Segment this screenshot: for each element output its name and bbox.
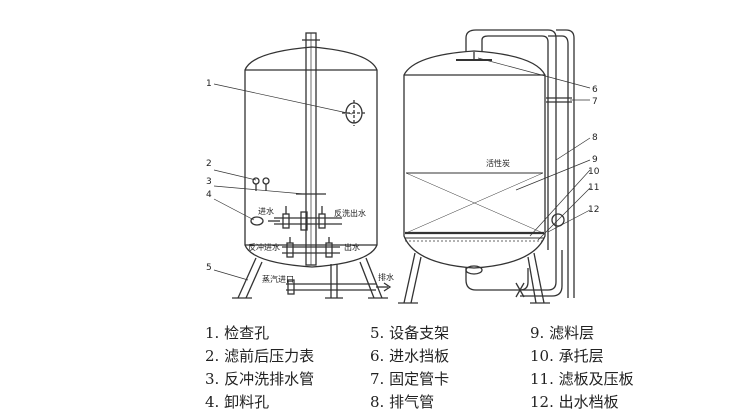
- right-vessel-shell: [403, 50, 546, 269]
- label-backwash-in: 反冲进水: [248, 242, 280, 252]
- vessel-support: [232, 257, 388, 299]
- callout-5: 5: [206, 263, 212, 273]
- callout-4: 4: [206, 190, 212, 200]
- callout-9: 9: [592, 155, 598, 165]
- callout-8: 8: [592, 133, 598, 143]
- legend-item-7: 7. 固定管卡: [370, 370, 450, 388]
- callout-2: 2: [206, 159, 212, 169]
- legend-item-11: 11. 滤板及压板: [530, 370, 634, 388]
- callout-6: 6: [592, 85, 598, 95]
- label-backwash-out: 反洗出水: [334, 208, 366, 218]
- legend-item-9: 9. 滤料层: [530, 324, 595, 342]
- legend-item-3: 3. 反冲洗排水管: [205, 370, 315, 388]
- label-drain: 排水: [378, 272, 394, 282]
- side-port: [551, 213, 565, 227]
- left-vessel: [232, 32, 392, 299]
- left-central-pipe: [302, 32, 320, 266]
- inspection-port: [342, 100, 366, 126]
- top-inlet-pipe: [465, 29, 575, 298]
- legend-item-5: 5. 设备支架: [370, 324, 450, 342]
- right-leader-lines: [477, 57, 591, 241]
- label-steam-inlet: 蒸汽进口: [262, 274, 294, 284]
- legend-item-2: 2. 滤前后压力表: [205, 347, 315, 365]
- callout-3: 3: [206, 177, 212, 187]
- filter-plate: [405, 231, 544, 242]
- right-vessel: [398, 29, 575, 304]
- legend-item-6: 6. 进水挡板: [370, 347, 450, 365]
- callout-7: 7: [592, 97, 598, 107]
- legend-item-8: 8. 排气管: [370, 393, 435, 411]
- callout-10: 10: [588, 167, 600, 177]
- left-leader-lines: [213, 83, 353, 281]
- label-outlet: 出水: [344, 242, 360, 252]
- legend-item-4: 4. 卸料孔: [205, 393, 270, 411]
- legend-item-1: 1. 检查孔: [205, 324, 270, 342]
- right-vessel-support: [398, 252, 550, 304]
- discharge-port: [250, 216, 264, 226]
- bottom-outlet: [465, 250, 563, 298]
- bottom-drain-line: [286, 279, 392, 295]
- legend-item-12: 12. 出水档板: [530, 393, 619, 411]
- upper-manifold: [268, 206, 342, 231]
- lower-manifold: [282, 237, 340, 258]
- callout-11: 11: [588, 183, 599, 193]
- callout-1: 1: [206, 79, 212, 89]
- label-inlet: 进水: [258, 206, 274, 216]
- legend-item-10: 10. 承托层: [530, 347, 604, 365]
- callout-12: 12: [588, 205, 599, 215]
- label-activated-carbon: 活性炭: [486, 158, 510, 168]
